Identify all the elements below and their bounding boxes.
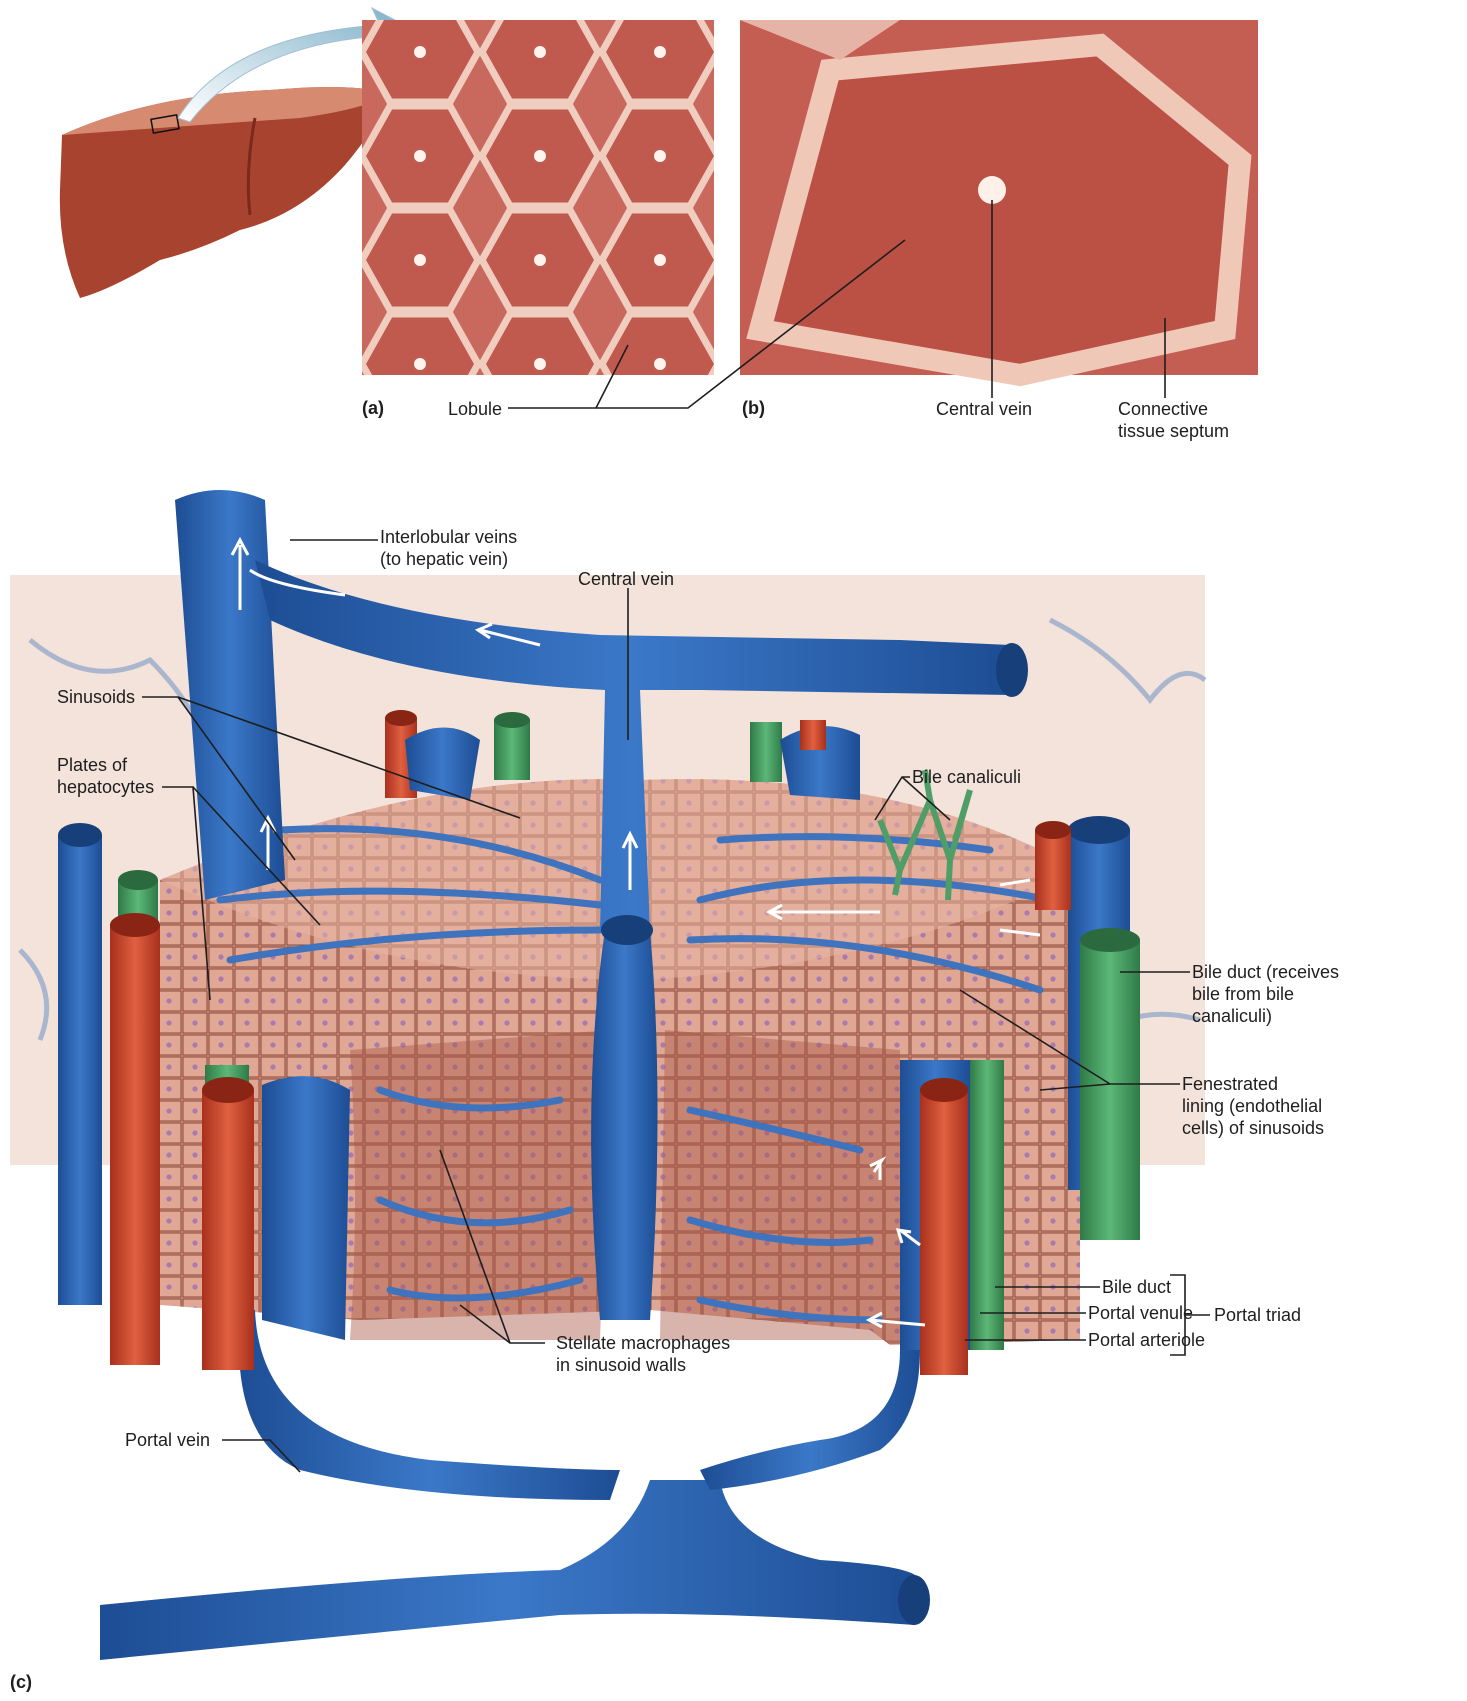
panel-c-label: (c)	[10, 1672, 32, 1693]
label-bile-duct: Bile duct	[1102, 1276, 1171, 1298]
label-sinusoids: Sinusoids	[57, 686, 135, 708]
micrograph-b	[740, 20, 1258, 375]
label-lobule: Lobule	[448, 398, 502, 420]
portal-vein	[100, 1480, 915, 1660]
label-portal-venule: Portal venule	[1088, 1302, 1193, 1324]
label-portal-vein: Portal vein	[125, 1429, 210, 1451]
portal-vein-opening	[898, 1575, 930, 1625]
label-portal-triad: Portal triad	[1214, 1304, 1301, 1326]
label-stellate-macrophages: Stellate macrophages in sinusoid walls	[556, 1332, 730, 1376]
label-bile-canaliculi: Bile canaliculi	[912, 766, 1021, 788]
panel-a-label: (a)	[362, 398, 384, 419]
label-connective-tissue-septum: Connective tissue septum	[1118, 398, 1229, 442]
micrograph-a	[362, 20, 714, 375]
label-central-vein-c: Central vein	[578, 568, 674, 590]
panel-b-label: (b)	[742, 398, 765, 419]
label-portal-arteriole: Portal arteriole	[1088, 1329, 1205, 1351]
label-interlobular-veins: Interlobular veins (to hepatic vein)	[380, 526, 517, 570]
label-bile-duct-receives: Bile duct (receives bile from bile canal…	[1192, 961, 1339, 1027]
liver-organ	[60, 87, 390, 298]
label-central-vein-b: Central vein	[936, 398, 1032, 420]
portal-venule-right-branch	[700, 1350, 920, 1490]
label-plates-of-hepatocytes: Plates of hepatocytes	[57, 754, 154, 798]
label-fenestrated-lining: Fenestrated lining (endothelial cells) o…	[1182, 1073, 1324, 1139]
